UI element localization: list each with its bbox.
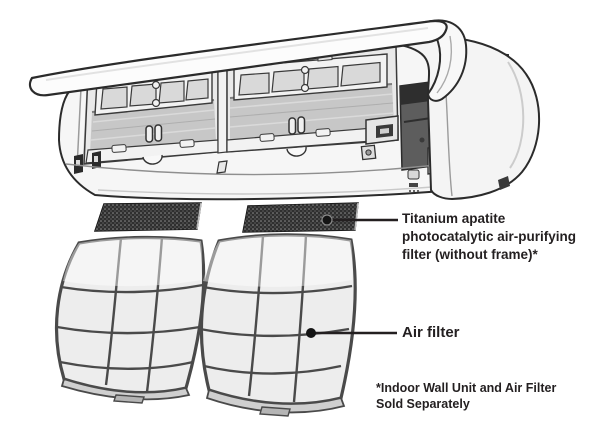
vent-slot-row bbox=[233, 52, 388, 101]
bay-divider bbox=[217, 58, 228, 154]
filter-bottom-edge bbox=[60, 377, 191, 401]
filter-bottom-edge bbox=[205, 388, 346, 414]
footnote-line1: *Indoor Wall Unit and Air Filter bbox=[376, 381, 557, 395]
air-filter-left bbox=[54, 235, 206, 404]
titanium-filter-label-line2: photocatalytic air-purifying bbox=[402, 229, 577, 244]
sold-separately-footnote: *Indoor Wall Unit and Air Filter Sold Se… bbox=[376, 380, 586, 412]
titanium-apatite-filter-left bbox=[93, 202, 202, 232]
left-latches bbox=[74, 151, 101, 174]
left-frame-line bbox=[76, 87, 82, 169]
callout-dot bbox=[306, 328, 316, 338]
end-cap bbox=[395, 36, 541, 201]
screw-tab bbox=[360, 144, 377, 161]
filter-clip-handle bbox=[288, 116, 306, 135]
air-filter-label: Air filter bbox=[402, 324, 460, 341]
front-panel-open bbox=[28, 19, 468, 102]
callout-dot bbox=[321, 214, 333, 226]
filter-clip-handle bbox=[145, 124, 163, 143]
filter-tab bbox=[113, 394, 145, 404]
indoor-wall-unit bbox=[28, 19, 541, 201]
titanium-filter-label-line3: filter (without frame)* bbox=[402, 247, 538, 262]
footnote-line2: Sold Separately bbox=[376, 397, 470, 411]
fin-area bbox=[230, 84, 394, 142]
ledge-notch bbox=[142, 154, 163, 165]
ledge-notch bbox=[286, 146, 307, 157]
callout-air-filter-leader bbox=[306, 328, 397, 338]
front-indicator bbox=[407, 169, 420, 192]
band-slot bbox=[216, 160, 228, 174]
titanium-filter-label: Titanium apatite photocatalytic air-puri… bbox=[402, 210, 602, 264]
cap-notch bbox=[498, 176, 510, 190]
filter-tab bbox=[259, 406, 291, 417]
titanium-apatite-filter-right bbox=[242, 202, 359, 233]
filter-bay-left bbox=[83, 61, 219, 165]
outlet-band bbox=[65, 160, 465, 195]
callout-titanium-leader bbox=[321, 214, 398, 226]
titanium-filter-label-line1: Titanium apatite bbox=[402, 211, 506, 226]
latch-box bbox=[365, 115, 399, 145]
air-filter-right bbox=[199, 233, 357, 417]
